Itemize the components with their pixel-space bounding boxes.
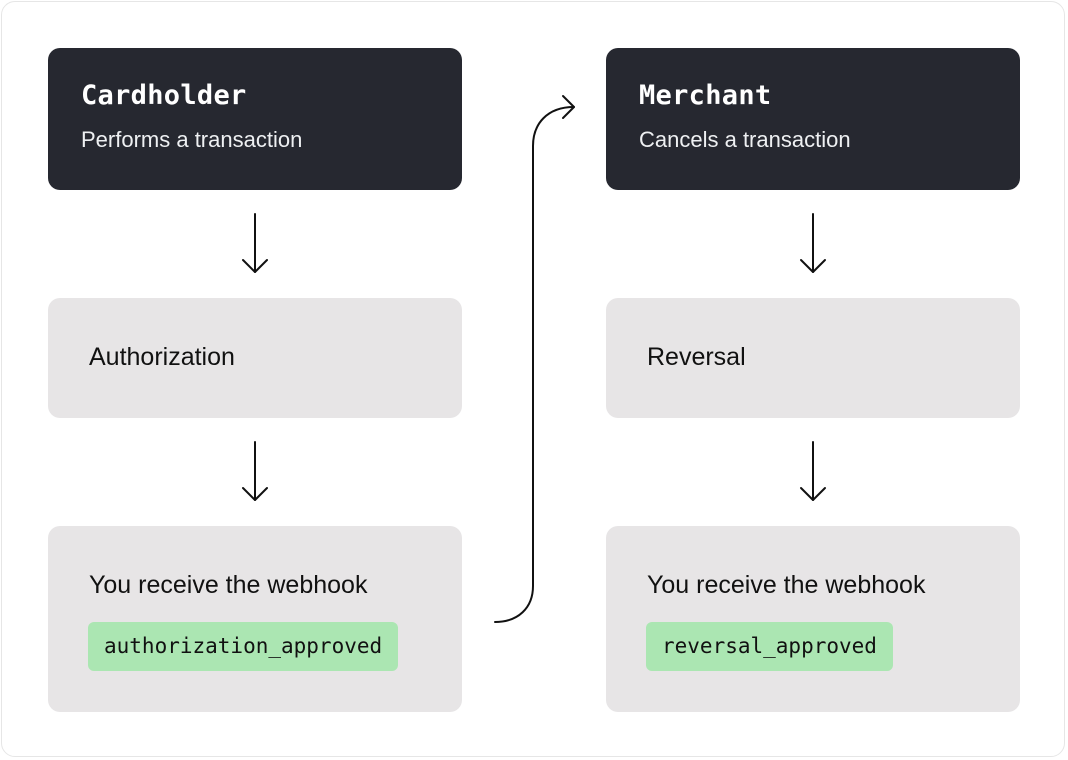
reversal-approved-code: reversal_approved: [646, 622, 893, 671]
merchant-title: Merchant: [639, 80, 772, 111]
reversal-webhook-text: You receive the webhook: [647, 571, 926, 599]
reversal-box: Reversal: [606, 298, 1020, 418]
authorization-label: Authorization: [89, 343, 235, 371]
reversal-webhook-box: You receive the webhook reversal_approve…: [606, 526, 1020, 712]
authorization-box: Authorization: [48, 298, 462, 418]
authorization-approved-code: authorization_approved: [88, 622, 399, 671]
cardholder-box: Cardholder Performs a transaction: [48, 48, 462, 190]
authorization-webhook-text: You receive the webhook: [89, 571, 368, 599]
reversal-label: Reversal: [647, 343, 746, 371]
merchant-subtitle: Cancels a transaction: [639, 127, 851, 152]
merchant-box: Merchant Cancels a transaction: [606, 48, 1020, 190]
cardholder-subtitle: Performs a transaction: [81, 127, 303, 152]
cardholder-title: Cardholder: [81, 80, 247, 111]
authorization-webhook-box: You receive the webhook authorization_ap…: [48, 526, 462, 712]
